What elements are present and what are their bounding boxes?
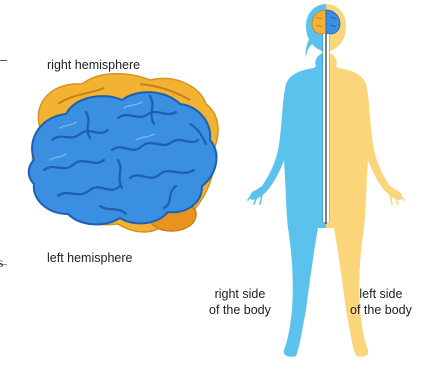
left-hemisphere-label: left hemisphere bbox=[47, 251, 132, 265]
right-hemisphere-label: right hemisphere bbox=[47, 58, 140, 72]
right-side-of-body-label: right side of the body bbox=[209, 286, 271, 318]
spinal-cord-edge-left bbox=[322, 34, 323, 222]
brain-illustration bbox=[29, 74, 218, 232]
right-side-label-line2: of the body bbox=[209, 302, 271, 318]
left-side-of-body-label: left side of the body bbox=[350, 286, 412, 318]
left-side-label-line1: left side bbox=[350, 286, 412, 302]
left-side-label-line2: of the body bbox=[350, 302, 412, 318]
spinal-cord-edge-right bbox=[329, 34, 330, 222]
crossing-line bbox=[325, 34, 327, 224]
right-side-label-line1: right side bbox=[209, 286, 271, 302]
